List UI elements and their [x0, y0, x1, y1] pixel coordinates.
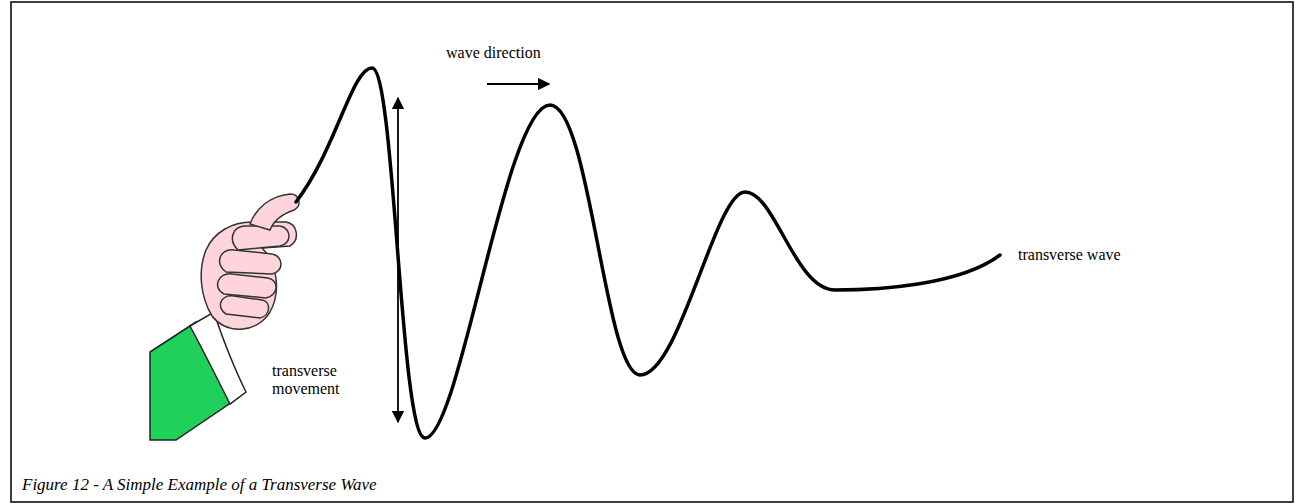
- figure-frame: [11, 2, 1293, 502]
- figure-caption: Figure 12 - A Simple Example of a Transv…: [22, 475, 377, 495]
- movement-label: transverse movement: [272, 362, 350, 399]
- transverse-movement-arrow: [397, 98, 399, 422]
- transverse-wave-curve: [296, 68, 1000, 438]
- wave-direction-arrow: [487, 83, 549, 85]
- sleeve: [150, 312, 246, 440]
- direction-label: wave direction: [446, 44, 541, 62]
- hand: [201, 194, 299, 329]
- wave-label: transverse wave: [1018, 246, 1121, 264]
